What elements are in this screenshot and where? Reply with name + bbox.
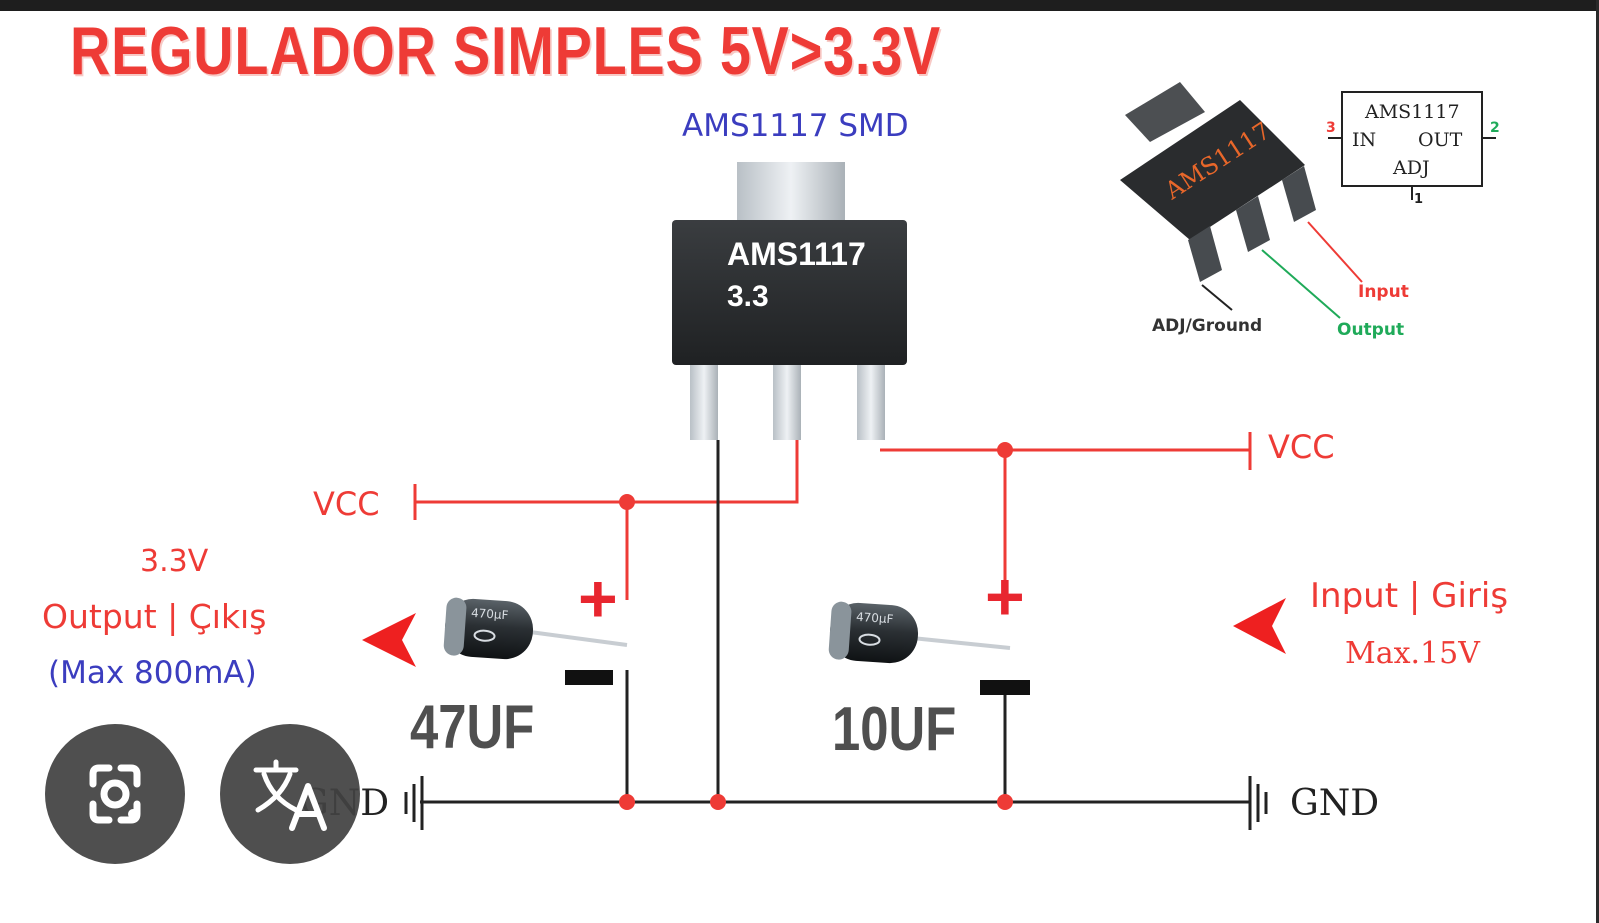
output-arrow — [362, 613, 416, 667]
cap-right-lead — [911, 636, 1011, 650]
cap-left-polarity — [473, 629, 496, 642]
ground-symbol-left — [404, 776, 424, 830]
translate-icon — [253, 759, 327, 831]
chip-body — [672, 220, 907, 365]
cap-right-plus: + — [985, 559, 1025, 635]
chip-pin-adj — [690, 365, 718, 440]
inset-pinout: AMS1117 ADJ/Ground Input Output AMS1117 … — [1120, 82, 1500, 340]
output-max: (Max 800mA) — [48, 655, 257, 691]
input-label: Input | Giriş — [1310, 576, 1508, 616]
ground-symbol-right — [1248, 776, 1268, 830]
chip-tab — [737, 162, 845, 222]
leader-input — [1307, 221, 1363, 283]
cap-left-marking: 470μF — [471, 606, 509, 623]
wire-output-vcc — [415, 440, 799, 504]
ams1117-chip: AMS1117 3.3 — [672, 162, 907, 440]
symbol-name: AMS1117 — [1364, 101, 1460, 123]
page-title: REGULADOR SIMPLES 5V>3.3V — [70, 13, 942, 89]
output-label: Output | Çıkış — [42, 597, 266, 636]
capacitor-left: 470μF — [443, 597, 628, 660]
symbol-pin-out: OUT — [1418, 129, 1463, 151]
junction-dot — [619, 794, 635, 810]
chip-heading: AMS1117 SMD — [682, 108, 909, 144]
symbol-pin-num-in: 3 — [1326, 120, 1336, 136]
input-arrow — [1233, 598, 1286, 654]
symbol-pin-num-out: 2 — [1490, 120, 1500, 136]
symbol-pin-in: IN — [1352, 129, 1376, 151]
cap-right-top — [828, 601, 852, 660]
wires — [413, 432, 1252, 804]
label-input: Input — [1358, 282, 1409, 302]
cap-left-top — [443, 597, 467, 656]
symbol-box — [1341, 91, 1483, 187]
chip-pin-in — [857, 365, 885, 440]
junction-dot — [997, 442, 1013, 458]
cap-right-value: 10UF — [832, 695, 956, 764]
chip-label-line1: AMS1117 — [727, 236, 866, 272]
inset-chip-pin — [1188, 226, 1222, 282]
cap-right-minus — [980, 680, 1030, 695]
input-max: Max.15V — [1345, 636, 1481, 671]
leader-adj — [1201, 284, 1233, 311]
inset-chip-3d: AMS1117 — [1120, 82, 1316, 282]
inset-chip-pin — [1282, 166, 1316, 222]
gnd-right-label: GND — [1290, 783, 1379, 824]
vcc-left-label: VCC — [313, 485, 380, 523]
inset-chip-body — [1120, 100, 1305, 240]
junction-dot — [710, 794, 726, 810]
capacitor-right: 470μF — [828, 601, 1011, 664]
cap-left-plus: + — [578, 561, 618, 637]
translate-button[interactable] — [220, 724, 360, 864]
cap-left-minus — [565, 670, 613, 685]
label-adj-ground: ADJ/Ground — [1152, 316, 1262, 336]
cap-right-body — [829, 602, 919, 664]
output-voltage: 3.3V — [140, 544, 209, 579]
inset-chip-pin — [1236, 196, 1270, 252]
inset-chip-tab — [1125, 82, 1205, 142]
junction-dot — [997, 794, 1013, 810]
junction-dots — [619, 442, 1013, 810]
symbol-pin-num-adj: 1 — [1414, 192, 1423, 207]
leader-output — [1261, 249, 1341, 319]
chip-label-line2: 3.3 — [727, 280, 769, 313]
vcc-right-label: VCC — [1268, 428, 1335, 466]
symbol-pin-adj: ADJ — [1392, 157, 1430, 179]
cap-left-body — [444, 598, 534, 660]
right-edge-bar — [1596, 0, 1599, 923]
cap-right-polarity — [858, 633, 881, 646]
top-bar — [0, 0, 1599, 11]
cap-right-marking: 470μF — [856, 610, 894, 627]
google-lens-icon — [89, 764, 141, 824]
chip-pin-out — [773, 365, 801, 440]
label-output: Output — [1337, 320, 1404, 340]
google-lens-button[interactable] — [45, 724, 185, 864]
cap-left-lead — [529, 630, 628, 647]
cap-left-value: 47UF — [410, 693, 534, 762]
junction-dot — [619, 494, 635, 510]
